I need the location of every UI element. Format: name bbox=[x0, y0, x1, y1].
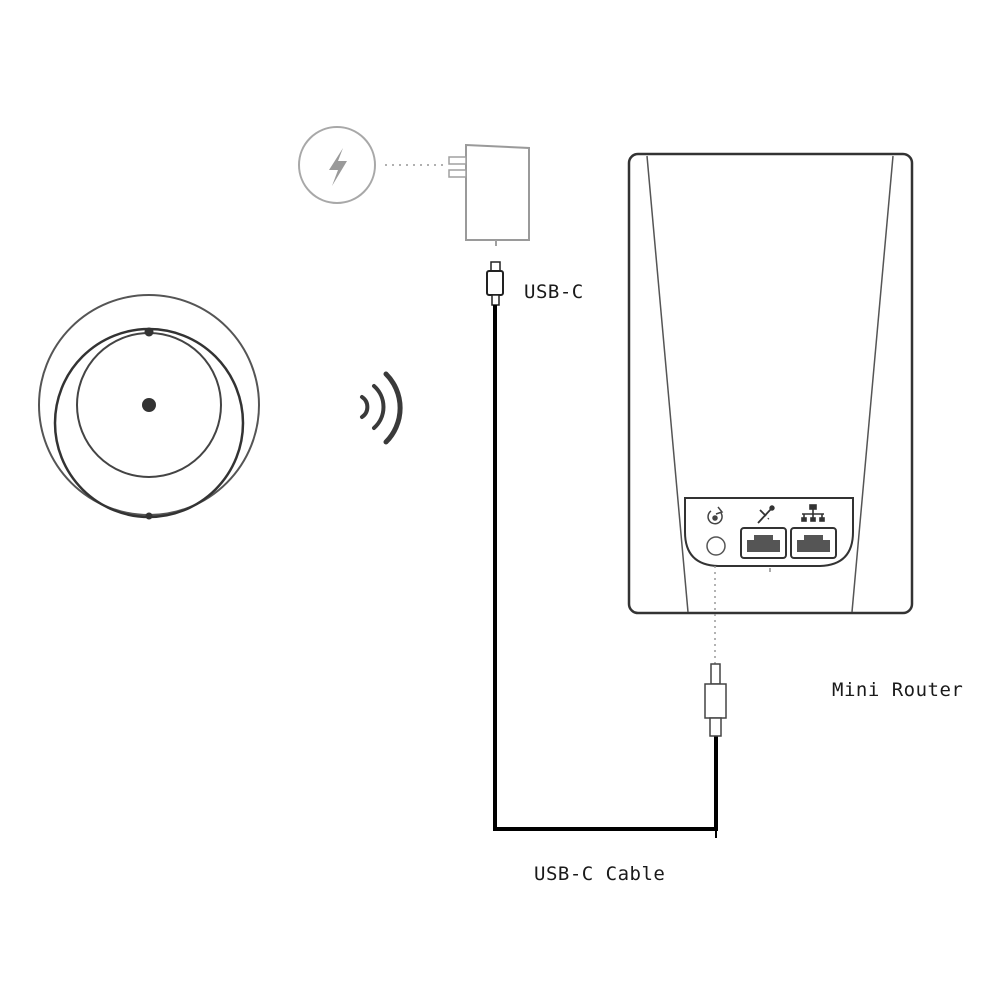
wireless-signal-icon bbox=[360, 371, 403, 445]
lan-port-icon bbox=[801, 504, 825, 522]
usb-c-label: USB-C bbox=[524, 281, 584, 303]
wan-ethernet-port bbox=[740, 527, 787, 559]
wan-port-icon bbox=[757, 505, 775, 524]
power-adapter-icon bbox=[448, 143, 530, 246]
dc-plug-icon bbox=[704, 663, 727, 737]
mini-router-label: Mini Router bbox=[832, 679, 964, 701]
mesh-node-device bbox=[38, 294, 260, 520]
lightning-bolt-icon bbox=[298, 126, 376, 204]
lan-ethernet-port bbox=[790, 527, 837, 559]
usb-c-plug-icon bbox=[486, 261, 504, 306]
usb-c-cable-label: USB-C Cable bbox=[534, 863, 666, 885]
reset-hole bbox=[706, 536, 726, 556]
reset-icon bbox=[707, 506, 724, 525]
usb-c-cable bbox=[493, 305, 718, 831]
